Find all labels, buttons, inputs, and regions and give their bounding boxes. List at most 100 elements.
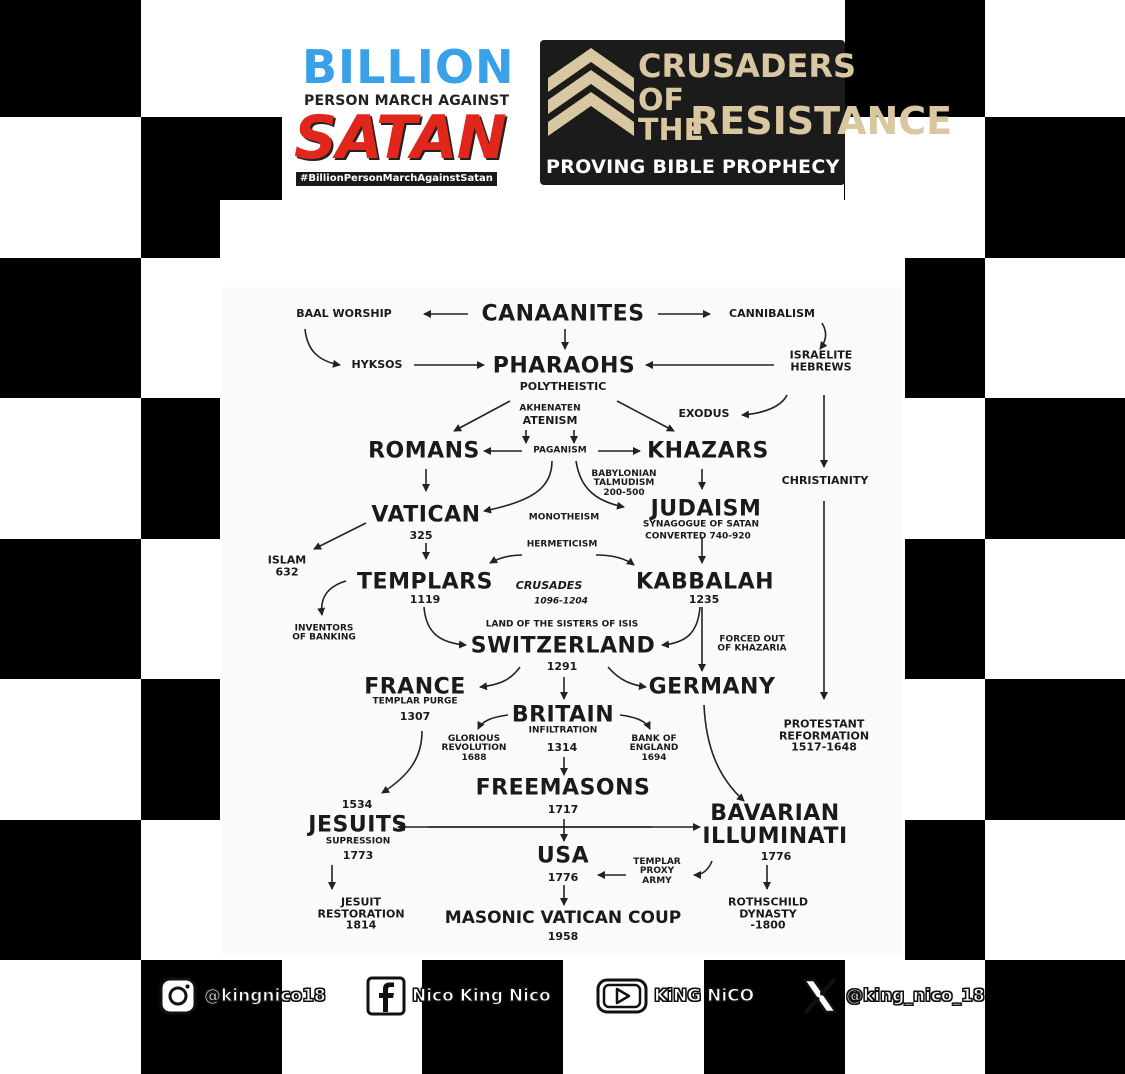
crusaders-logo-background: [540, 40, 845, 185]
logo-hashtag: #BillionPersonMarchAgainstSatan: [296, 172, 497, 186]
node-bavarian-line2: ILLUMINATI: [702, 824, 848, 849]
logo-the-text: THE: [638, 113, 705, 148]
node-rothschild-line1: ROTHSCHILD: [728, 895, 808, 909]
node-usa: USA: [536, 843, 590, 869]
checker-tile: [985, 398, 1125, 539]
history-flow-diagram: BAAL WORSHIP CANAANITES CANNIBALISM HYKS…: [222, 287, 902, 955]
node-atenism: ATENISM: [522, 414, 578, 428]
arrow-france-jesuits: [381, 730, 423, 794]
checker-tile: [985, 0, 1125, 117]
checker-tile: [0, 117, 141, 258]
node-protestant-line2: REFORMATION: [778, 729, 870, 743]
node-usa-year: 1776: [547, 871, 579, 885]
node-britain: BRITAIN: [511, 702, 615, 728]
checker-tile: [845, 960, 985, 1074]
node-inventors-line1: INVENTORS: [294, 623, 354, 634]
node-supression-year: 1773: [342, 849, 374, 863]
checker-tile: [845, 0, 985, 117]
chevron-rank-icon: [548, 48, 634, 136]
node-israelite-line1: ISRAELITE: [789, 348, 853, 362]
arrow-germany-bavarian: [703, 704, 745, 802]
node-rothschild-line3: -1800: [750, 918, 786, 932]
checker-tile: [422, 960, 563, 1074]
youtube-handle: KiNG NiCO: [653, 986, 755, 1007]
node-romans: ROMANS: [368, 438, 480, 464]
arrow-britain-bank: [619, 714, 651, 730]
node-judaism: JUDAISM: [650, 496, 762, 522]
node-infiltration: INFILTRATION: [528, 725, 598, 736]
checker-tile: [0, 960, 141, 1074]
node-islam-year: 632: [275, 565, 299, 578]
instagram-icon: [158, 976, 198, 1016]
arrow-templars-inventors: [317, 580, 347, 616]
node-protestant-line3: 1517-1648: [791, 740, 857, 754]
node-babylonian-line3: 200-500: [603, 487, 645, 498]
node-masonic-year: 1958: [547, 930, 579, 944]
node-glorious-line3: 1688: [461, 752, 487, 763]
node-khazars: KHAZARS: [647, 438, 769, 464]
checker-tile: [985, 960, 1125, 1074]
arrow-pharaohs-romans: [453, 400, 511, 432]
node-hermeticism: HERMETICISM: [526, 539, 598, 550]
node-crusades: CRUSADES: [515, 579, 583, 593]
node-glorious-revolution: GLORIOUS REVOLUTION 1688: [441, 733, 507, 763]
x-handle: @king_nico_18: [846, 986, 986, 1007]
arrow-switzerland-germany: [607, 666, 647, 690]
youtube-icon: [596, 976, 648, 1016]
node-glorious-line1: GLORIOUS: [447, 733, 501, 744]
arrow-hermeticism-templars: [489, 554, 523, 564]
node-proxy-line1: TEMPLAR: [633, 856, 681, 867]
arrow-paganism-vatican: [483, 460, 553, 514]
node-pharaohs: PHARAOHS: [492, 353, 636, 379]
arrow-cannibalism-israelite: [819, 322, 828, 350]
billion-march-logo: BILLION PERSON MARCH AGAINST SATAN #Bill…: [282, 40, 522, 200]
checker-tile: [0, 679, 141, 820]
node-land-of-isis: LAND OF THE SISTERS OF ISIS: [485, 619, 639, 630]
checker-tile: [0, 258, 141, 398]
checker-tile: [704, 960, 845, 1074]
node-bank-line3: 1694: [641, 752, 667, 763]
x-link[interactable]: @king_nico_18: [800, 976, 985, 1016]
checker-tile: [0, 398, 141, 539]
arrow-templars-switzerland: [423, 606, 467, 649]
logo-billion-text: BILLION: [302, 40, 515, 94]
node-jesuits-year-top: 1534: [341, 798, 373, 812]
node-jesuits: JESUITS: [308, 812, 408, 838]
crusaders-logo: CRUSADERS OF THE RESISTANCE PROVING BIBL…: [540, 40, 952, 200]
node-forced-line1: FORCED OUT: [719, 634, 785, 645]
instagram-link[interactable]: @kingnico18: [158, 976, 326, 1016]
node-freemasons-year: 1717: [547, 803, 579, 817]
node-monotheism: MONOTHEISM: [528, 512, 600, 523]
node-bank-of-england: BANK OF ENGLAND 1694: [629, 733, 679, 763]
arrow-hermeticism-kabbalah: [595, 554, 635, 566]
node-masonic-vatican-coup: MASONIC VATICAN COUP: [444, 908, 682, 929]
node-babylonian-line1: BABYLONIAN: [591, 468, 657, 479]
facebook-icon: [366, 976, 406, 1016]
node-hyksos: HYKSOS: [351, 358, 403, 372]
youtube-link[interactable]: KiNG NiCO: [596, 976, 755, 1016]
node-forced-line2: OF KHAZARIA: [717, 644, 787, 654]
node-exodus: EXODUS: [678, 407, 730, 421]
node-akhenaten: AKHENATEN: [519, 403, 581, 414]
node-bank-line1: BANK OF: [631, 733, 677, 744]
logo-march-text: PERSON MARCH AGAINST: [304, 93, 510, 109]
node-germany: GERMANY: [648, 674, 776, 700]
arrow-kabbalah-switzerland: [661, 606, 701, 649]
node-proxy-line2: PROXY: [639, 866, 675, 877]
node-kabbalah-year: 1235: [688, 593, 720, 607]
node-supression: SUPRESSION: [325, 836, 391, 847]
arrow-britain-glorious: [477, 714, 509, 730]
node-baal-worship: BAAL WORSHIP: [296, 307, 392, 321]
node-inventors-line2: OF BANKING: [292, 633, 356, 643]
node-templars: TEMPLARS: [357, 569, 493, 595]
arrow-israelite-exodus: [741, 394, 788, 419]
node-bavarian-year: 1776: [760, 850, 792, 864]
node-proxy-line3: ARMY: [642, 875, 672, 886]
node-islam-label: ISLAM: [267, 553, 307, 567]
instagram-handle: @kingnico18: [204, 986, 327, 1007]
node-glorious-line2: REVOLUTION: [441, 743, 507, 754]
arrow-vatican-islam: [313, 522, 367, 550]
node-bank-line2: ENGLAND: [629, 743, 679, 754]
facebook-link[interactable]: Nico King Nico: [366, 976, 551, 1016]
node-paganism: PAGANISM: [533, 445, 587, 456]
